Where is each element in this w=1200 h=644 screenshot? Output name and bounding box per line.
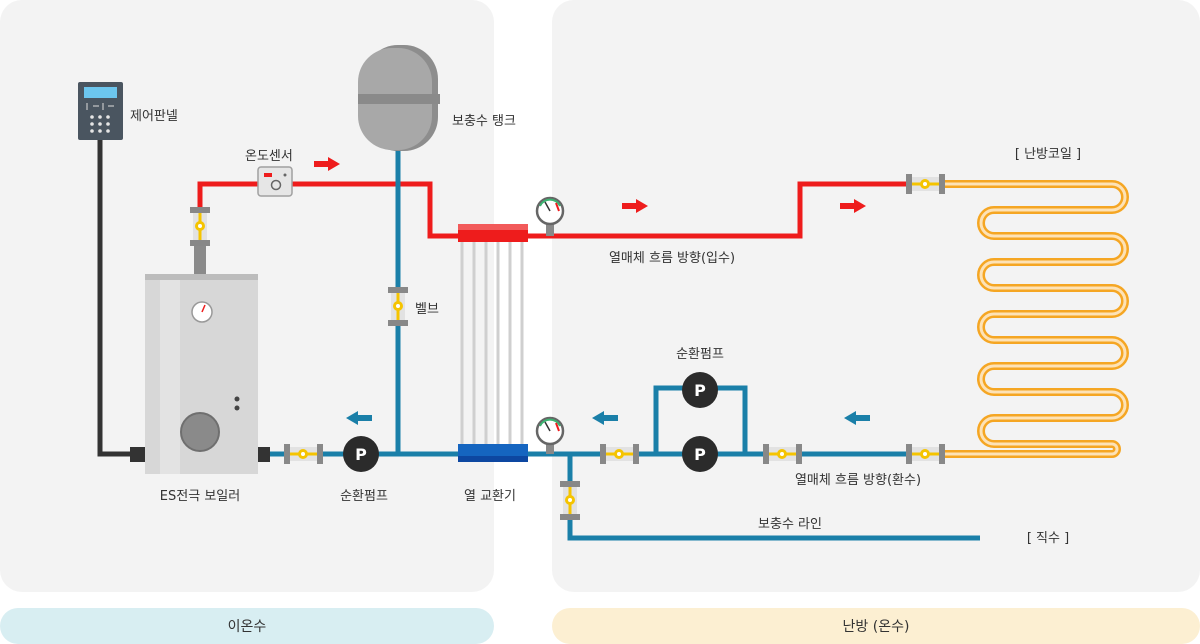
pump-icon-left: P: [343, 436, 379, 472]
arrow-left-icon: [346, 411, 372, 425]
valve-icon-coil-supply: [906, 174, 945, 194]
valve-icon-coil-return: [906, 444, 945, 464]
boiler-riser-pipe: [194, 240, 206, 276]
temp-sensor-icon: [257, 166, 293, 197]
arrow-left-icon: [592, 411, 618, 425]
valve-icon-tank: [388, 287, 408, 326]
valve-icon-boiler: [190, 207, 210, 246]
svg-text:P: P: [355, 445, 367, 464]
label-makeup-line: 보충수 라인: [758, 517, 822, 532]
label-expansion-tank: 보충수 탱크: [452, 114, 516, 129]
system-diagram: P P P 제어판넬 온도센서 보충수 탱크 벨브 ES전극 보일러 순환펌프 …: [78, 45, 1129, 546]
label-valve: 벨브: [415, 302, 439, 317]
footer-ion-water: 이온수: [0, 608, 494, 644]
valve-icon-return-2: [763, 444, 802, 464]
arrow-left-icon: [844, 411, 870, 425]
label-pump-right: 순환펌프: [676, 347, 724, 362]
valve-icon-makeup: [560, 481, 580, 520]
control-cable: [97, 140, 135, 457]
arrow-right-icon: [622, 199, 648, 213]
pressure-gauge-bottom: [535, 416, 565, 454]
arrow-right-icon: [314, 157, 340, 171]
boiler-unit: [130, 274, 270, 474]
svg-text:P: P: [694, 381, 706, 400]
arrow-right-icon: [840, 199, 866, 213]
expansion-tank-icon: [358, 45, 440, 151]
hot-supply-pipe: [197, 181, 930, 240]
heating-coil: [940, 180, 1129, 458]
label-flow-return: 열매체 흐름 방향(환수): [795, 473, 921, 488]
label-temp-sensor: 온도센서: [245, 149, 293, 164]
label-control-panel: 제어판넬: [130, 109, 178, 124]
heat-exchanger-icon: [458, 224, 528, 462]
valve-icon-return-1: [600, 444, 639, 464]
pump-icon-upper: P: [682, 372, 718, 408]
pump-icon-lower: P: [682, 436, 718, 472]
label-heat-exchanger: 열 교환기: [464, 489, 516, 504]
control-panel-icon: [78, 82, 123, 140]
label-flow-supply: 열매체 흐름 방향(입수): [609, 251, 735, 266]
label-boiler: ES전극 보일러: [160, 489, 240, 504]
svg-text:P: P: [694, 445, 706, 464]
label-direct-water: [ 직수 ]: [1027, 531, 1069, 546]
label-heating-coil: [ 난방코일 ]: [1015, 147, 1081, 162]
pressure-gauge-top: [535, 196, 565, 236]
valve-icon-pump-left: [284, 444, 323, 464]
label-pump-left: 순환펌프: [340, 489, 388, 504]
heating-panel: [552, 0, 1200, 592]
footer-heating: 난방 (온수): [552, 608, 1200, 644]
